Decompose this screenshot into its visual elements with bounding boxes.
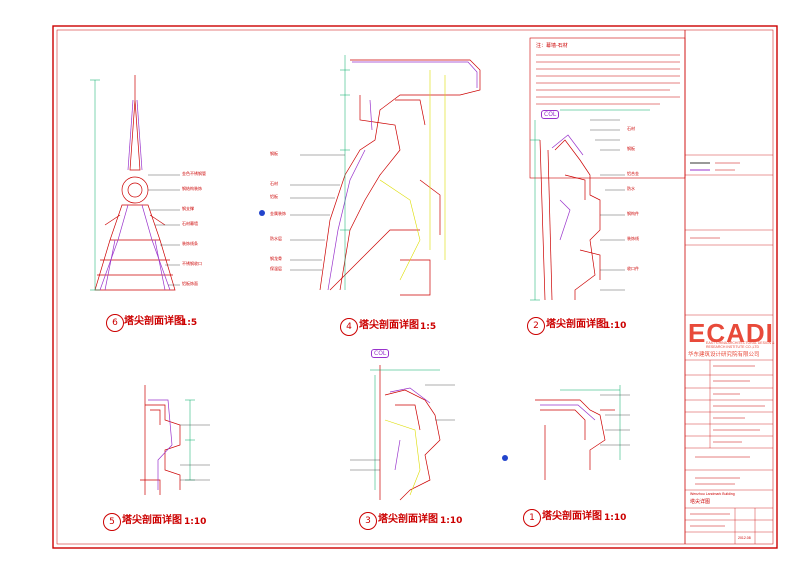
callout-2-2: 钢板 (627, 146, 635, 151)
callout-6-3: 钢支撑 (182, 206, 194, 211)
detail-scale-6: 1:5 (181, 318, 198, 328)
detail-3-drawing (379, 365, 441, 501)
callout-2-6: 装饰线 (627, 236, 639, 241)
detail-title-6: 塔尖剖面详图 (124, 316, 184, 327)
callout-2-1: 石材 (627, 126, 635, 131)
callout-4-1: 钢板 (270, 151, 278, 156)
detail-scale-1: 1:10 (604, 513, 627, 523)
detail-number-3: 3 (359, 512, 377, 530)
notes-header: 注：幕墙-石材 (536, 43, 568, 49)
sheet-date: 2012.08 (738, 536, 751, 540)
detail-5-drawing (140, 385, 181, 495)
detail-number-6: 6 (106, 314, 124, 332)
sheet-code: 塔尖详图 (690, 499, 711, 505)
callout-2-5: 钢构件 (627, 211, 639, 216)
detail-number-2: 2 (527, 317, 545, 335)
detail-title-4: 塔尖剖面详图 (359, 320, 419, 331)
detail-title-3: 塔尖剖面详图 (378, 514, 438, 525)
detail-scale-4: 1:5 (420, 322, 437, 332)
detail-number-1: 1 (523, 509, 541, 527)
detail-1-drawing (535, 399, 615, 480)
detail-2-drawing (539, 139, 601, 301)
detail-scale-3: 1:10 (440, 516, 463, 526)
callout-4-4: 金属装饰 (270, 211, 286, 216)
callout-6-5: 装饰线条 (182, 241, 198, 246)
company-logo: ECADI (688, 318, 774, 348)
detail-title-1: 塔尖剖面详图 (542, 511, 602, 522)
callout-2-7: 收口件 (627, 266, 639, 271)
detail-number-5: 5 (103, 513, 121, 531)
callout-6-1: 金色不锈钢管 (182, 171, 206, 176)
detail-number-4: 4 (340, 318, 358, 336)
detail-scale-5: 1:10 (184, 517, 207, 527)
detail-6-drawing (94, 75, 176, 291)
callout-6-2: 钢结构装饰 (182, 186, 202, 191)
callout-4-3: 铝板 (270, 194, 278, 199)
callout-4-5: 防水层 (270, 236, 282, 241)
col-tag-detail-3: COL (371, 349, 390, 358)
detail-title-5: 塔尖剖面详图 (122, 515, 182, 526)
detail-scale-2: 1:10 (604, 321, 627, 331)
callout-4-2: 石材 (270, 181, 278, 186)
company-name-en: EAST CHINA ARCHITECTURAL DESIGN & RESEAR… (706, 341, 775, 349)
col-tag-detail-2: COL (541, 110, 560, 119)
company-name-cn: 华东建筑设计研究院有限公司 (688, 352, 760, 358)
project-name: Wenzhou Landmark Building (690, 492, 735, 496)
callout-2-3: 铝合金 (627, 171, 639, 176)
callout-2-4: 防水 (627, 186, 635, 191)
callout-4-6: 钢龙骨 (270, 256, 282, 261)
callout-6-4: 石材幕墙 (182, 221, 198, 226)
detail-title-2: 塔尖剖面详图 (546, 319, 606, 330)
callout-6-6: 不锈钢收口 (182, 261, 202, 266)
callout-4-7: 保温层 (270, 266, 282, 271)
callout-6-7: 铝板饰面 (182, 281, 198, 286)
